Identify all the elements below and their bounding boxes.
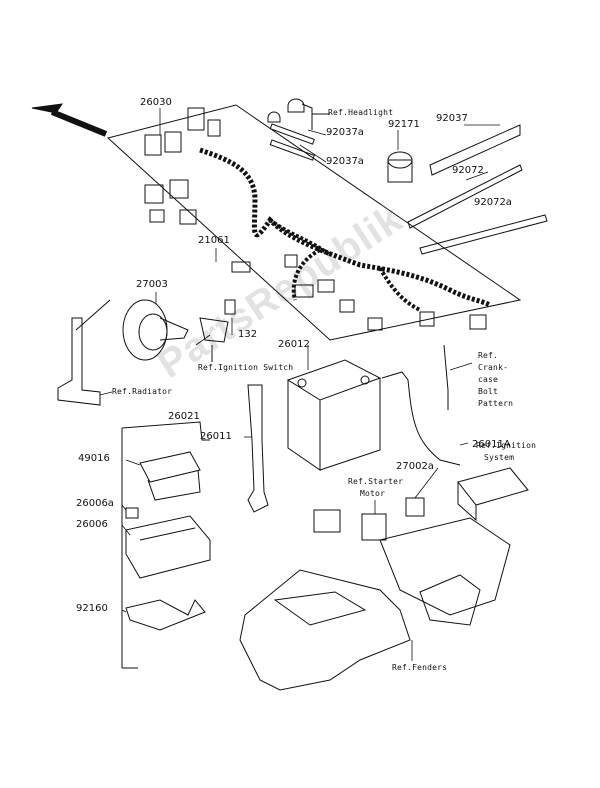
part-number-92171: 92171 bbox=[388, 119, 420, 130]
direction-arrow-icon bbox=[31, 103, 108, 137]
part-number-92160: 92160 bbox=[76, 603, 108, 614]
headlight-parts bbox=[267, 98, 330, 161]
part-number-26030: 26030 bbox=[140, 97, 172, 108]
ref-fenders: Ref.Fenders bbox=[392, 663, 448, 672]
part-number-92072: 92072 bbox=[452, 165, 484, 176]
fender-tray bbox=[239, 569, 411, 691]
part-number-26006a: 26006a bbox=[76, 498, 114, 509]
ref-crankcase-line1: Ref. bbox=[478, 351, 499, 360]
ref-crankcase-line2: Crank- bbox=[478, 363, 509, 372]
part-number-92072a: 92072a bbox=[474, 197, 512, 208]
ref-crankcase-line5: Pattern bbox=[478, 399, 514, 408]
fuse-box-group bbox=[121, 421, 211, 669]
frame-bracket bbox=[379, 517, 511, 626]
ref-crankcase-line4: Bolt bbox=[478, 387, 499, 396]
ref-ignition-switch: Ref.Ignition Switch bbox=[198, 363, 294, 372]
part-number-27003: 27003 bbox=[136, 279, 168, 290]
battery-strap bbox=[247, 384, 269, 513]
part-number-92037a-lower: 92037a bbox=[326, 156, 364, 167]
ref-headlight: Ref.Headlight bbox=[328, 108, 394, 117]
part-number-26011: 26011 bbox=[200, 431, 232, 442]
part-number-92037a-upper: 92037a bbox=[326, 127, 364, 138]
ref-starter-motor-line2: Motor bbox=[360, 489, 386, 498]
part-number-26012: 26012 bbox=[278, 339, 310, 350]
part-number-21061: 21061 bbox=[198, 235, 230, 246]
part-number-92037: 92037 bbox=[436, 113, 468, 124]
horn bbox=[57, 299, 189, 406]
battery bbox=[286, 359, 382, 471]
straps bbox=[407, 124, 548, 255]
part-number-132: 132 bbox=[238, 329, 258, 340]
ref-radiator: Ref.Radiator bbox=[112, 387, 173, 396]
ref-ignition-system-line2: System bbox=[484, 453, 515, 462]
leader-lines bbox=[99, 108, 500, 661]
clamp-92171 bbox=[387, 151, 413, 183]
part-number-27002a: 27002a bbox=[396, 461, 434, 472]
bracket-and-bolt bbox=[199, 299, 236, 362]
part-number-49016: 49016 bbox=[78, 453, 110, 464]
ref-ignition-system-line1: Ref.Ignition bbox=[476, 441, 537, 450]
part-number-26006: 26006 bbox=[76, 519, 108, 530]
harness-connectors bbox=[144, 107, 487, 331]
harness-panel-outline bbox=[106, 104, 522, 341]
ignition-unit bbox=[457, 467, 529, 522]
part-number-26021: 26021 bbox=[168, 411, 200, 422]
ref-crankcase-line3: case bbox=[478, 375, 499, 384]
wiring-harness bbox=[199, 147, 492, 308]
battery-cable bbox=[381, 371, 461, 466]
ref-starter-motor-line1: Ref.Starter bbox=[348, 477, 404, 486]
part-number-26011A: 26011A bbox=[472, 439, 511, 450]
